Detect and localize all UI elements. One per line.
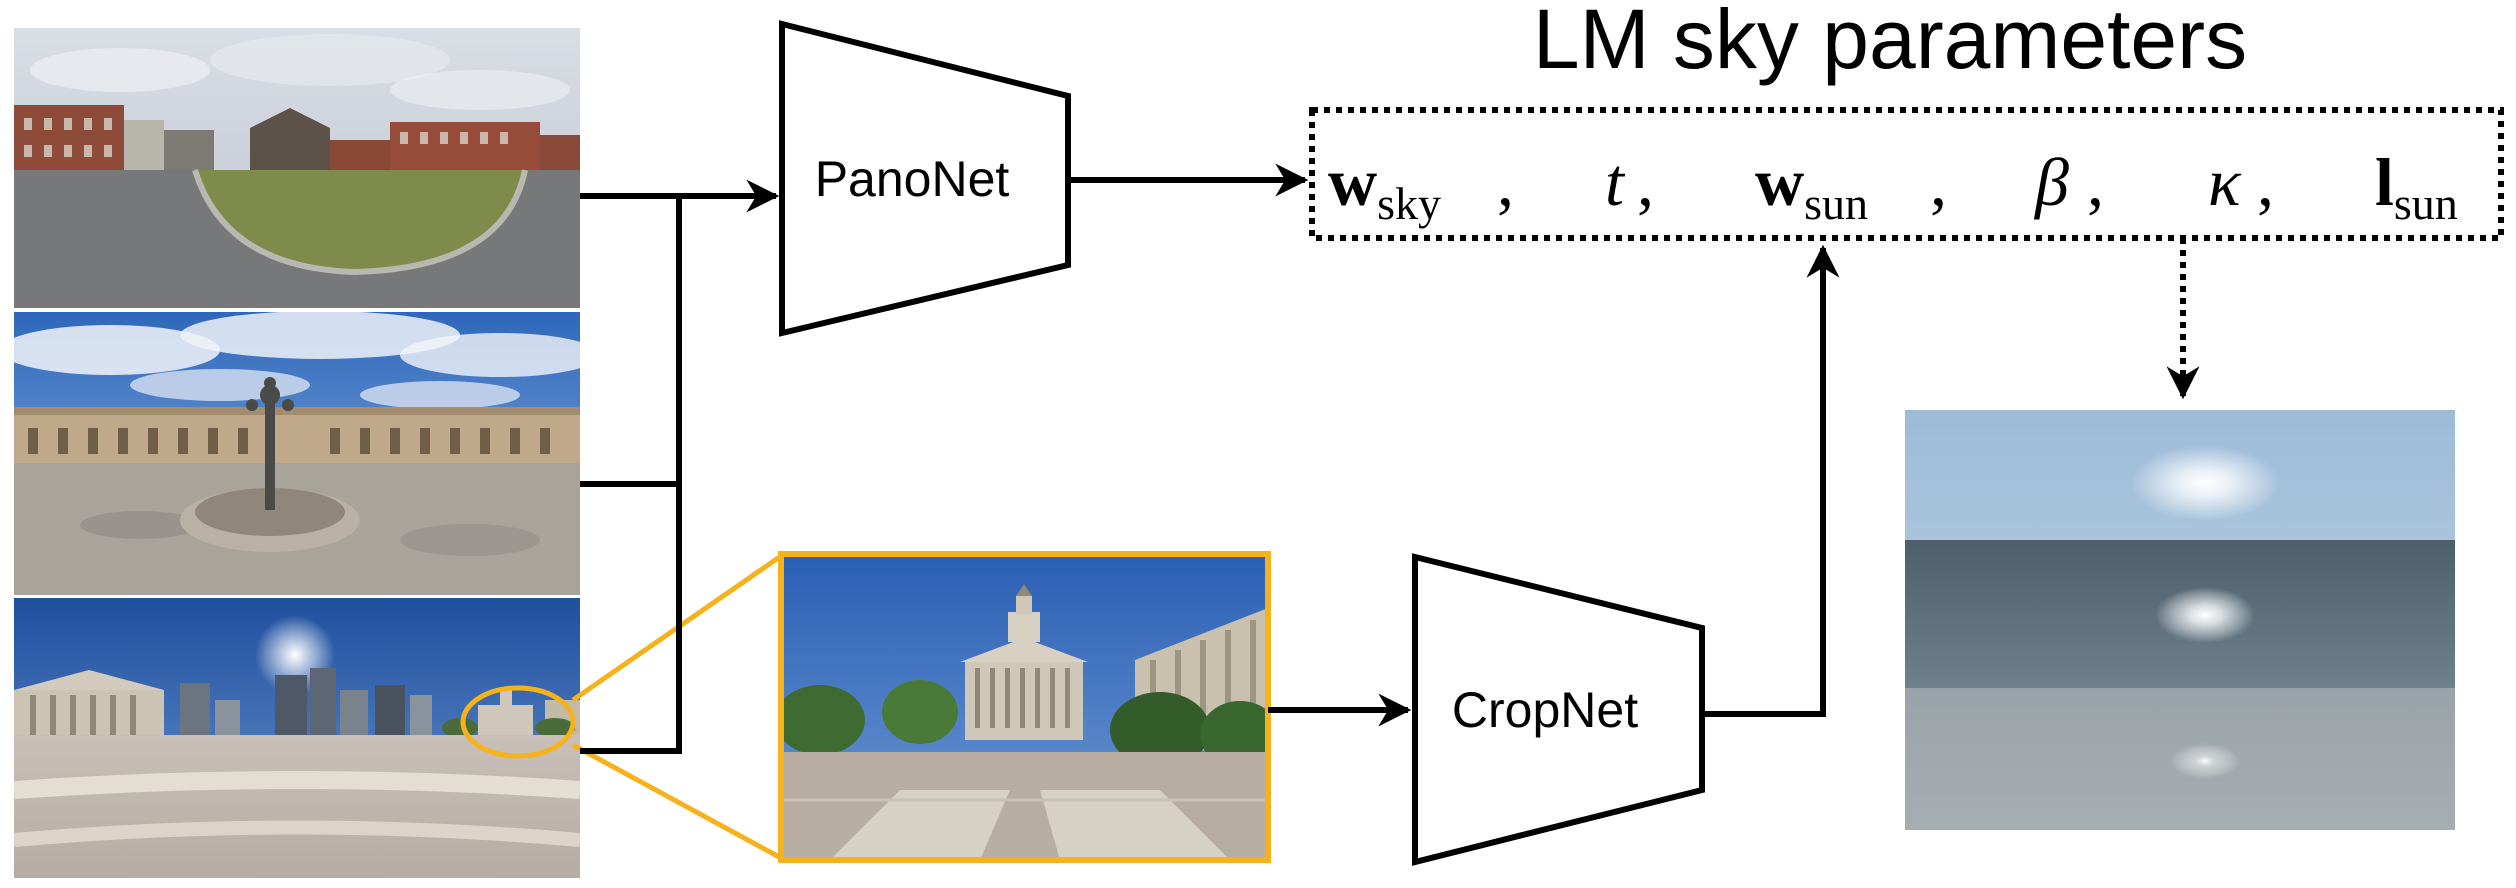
sky-render-1 — [1905, 410, 2455, 540]
panonet-trapezoid — [779, 20, 1071, 337]
panonet-label: PanoNet — [815, 151, 1010, 207]
param-separator: , — [1497, 144, 1514, 220]
param-separator: , — [1930, 144, 1947, 220]
panorama-connectors — [580, 193, 682, 754]
title: LM sky parameters — [1533, 0, 2247, 86]
parameter-list: wsky , t , wsun , β , κ , lsun — [1328, 144, 2458, 229]
param-separator: , — [1637, 144, 1654, 220]
cropnet-trapezoid — [1412, 553, 1705, 866]
param-w-sky: wsky — [1328, 144, 1441, 229]
param-w-sun: wsun — [1755, 144, 1868, 229]
parameters-box — [1309, 107, 2504, 241]
zoom-line-bottom — [571, 742, 783, 861]
sky-render-2 — [1905, 540, 2455, 688]
crop-highlight-ellipse — [460, 685, 576, 759]
cropnet-label: CropNet — [1452, 682, 1638, 738]
param-l-sun: lsun — [2375, 144, 2458, 229]
panonet-block: PanoNet — [779, 20, 1071, 337]
crop-image — [781, 554, 1268, 860]
param-separator: , — [2257, 144, 2274, 220]
arrow-cropnet-to-params — [1702, 244, 1840, 717]
panorama-fountain-plaza — [14, 312, 580, 595]
param-separator: , — [2087, 144, 2104, 220]
panorama-campus-lawn — [14, 28, 580, 308]
sky-render-3 — [1905, 688, 2455, 830]
param-kappa: κ — [2208, 144, 2242, 220]
param-beta: β — [2033, 144, 2069, 220]
panorama-capitol-plaza — [14, 598, 580, 878]
param-t: t — [1605, 144, 1626, 220]
cropnet-block: CropNet — [1412, 553, 1705, 866]
